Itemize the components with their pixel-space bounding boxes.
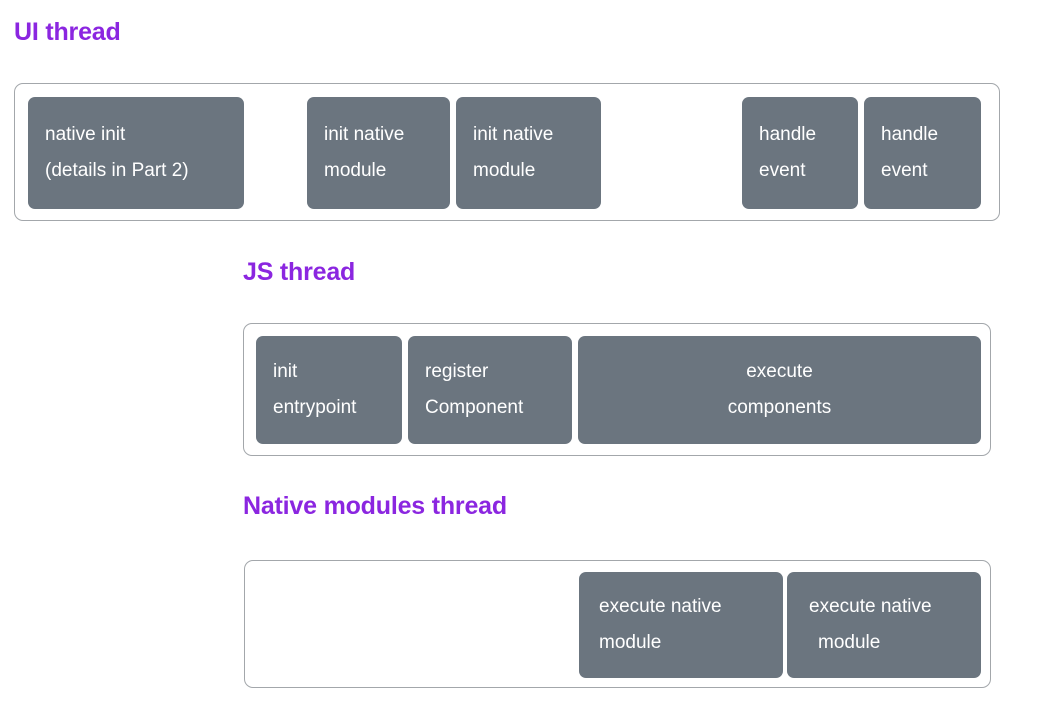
task-line: execute native (599, 596, 722, 617)
task-line: (details in Part 2) (45, 160, 189, 181)
task-line: components (727, 397, 832, 418)
task-line: event (759, 160, 806, 181)
task-line: handle (759, 124, 817, 145)
task-line: module (818, 632, 881, 653)
task-block-execute-native-module-2[interactable]: execute native module (787, 572, 981, 678)
task-line: module (324, 160, 387, 181)
task-line: Component (425, 397, 524, 418)
task-block-execute-native-module-1[interactable]: execute native module (579, 572, 783, 678)
task-block-execute-components[interactable]: execute components (578, 336, 981, 444)
task-line: init native (473, 124, 554, 145)
thread-track-ui: native init (details in Part 2) init nat… (14, 83, 1000, 221)
task-block-handle-event-2[interactable]: handle event (864, 97, 981, 209)
thread-title-native-modules: Native modules thread (243, 492, 507, 520)
task-block-init-native-module-2[interactable]: init native module (456, 97, 601, 209)
task-line: entrypoint (273, 397, 357, 418)
task-line: register (425, 361, 489, 382)
task-line: handle (881, 124, 939, 145)
task-line: event (881, 160, 928, 181)
task-block-native-init[interactable]: native init (details in Part 2) (28, 97, 244, 209)
task-block-register-component[interactable]: register Component (408, 336, 572, 444)
task-line: init native (324, 124, 405, 145)
task-line: module (599, 632, 662, 653)
task-line: native init (45, 124, 126, 145)
thread-title-js: JS thread (243, 258, 356, 286)
thread-track-native-modules: execute native module execute native mod… (244, 560, 991, 688)
task-line: init (273, 361, 298, 382)
thread-track-js: init entrypoint register Component execu… (243, 323, 991, 456)
task-line: execute native (809, 596, 932, 617)
thread-title-ui: UI thread (14, 18, 121, 46)
task-line: execute (746, 361, 813, 382)
task-block-init-entrypoint[interactable]: init entrypoint (256, 336, 402, 444)
task-block-handle-event-1[interactable]: handle event (742, 97, 858, 209)
task-block-init-native-module-1[interactable]: init native module (307, 97, 450, 209)
task-line: module (473, 160, 536, 181)
